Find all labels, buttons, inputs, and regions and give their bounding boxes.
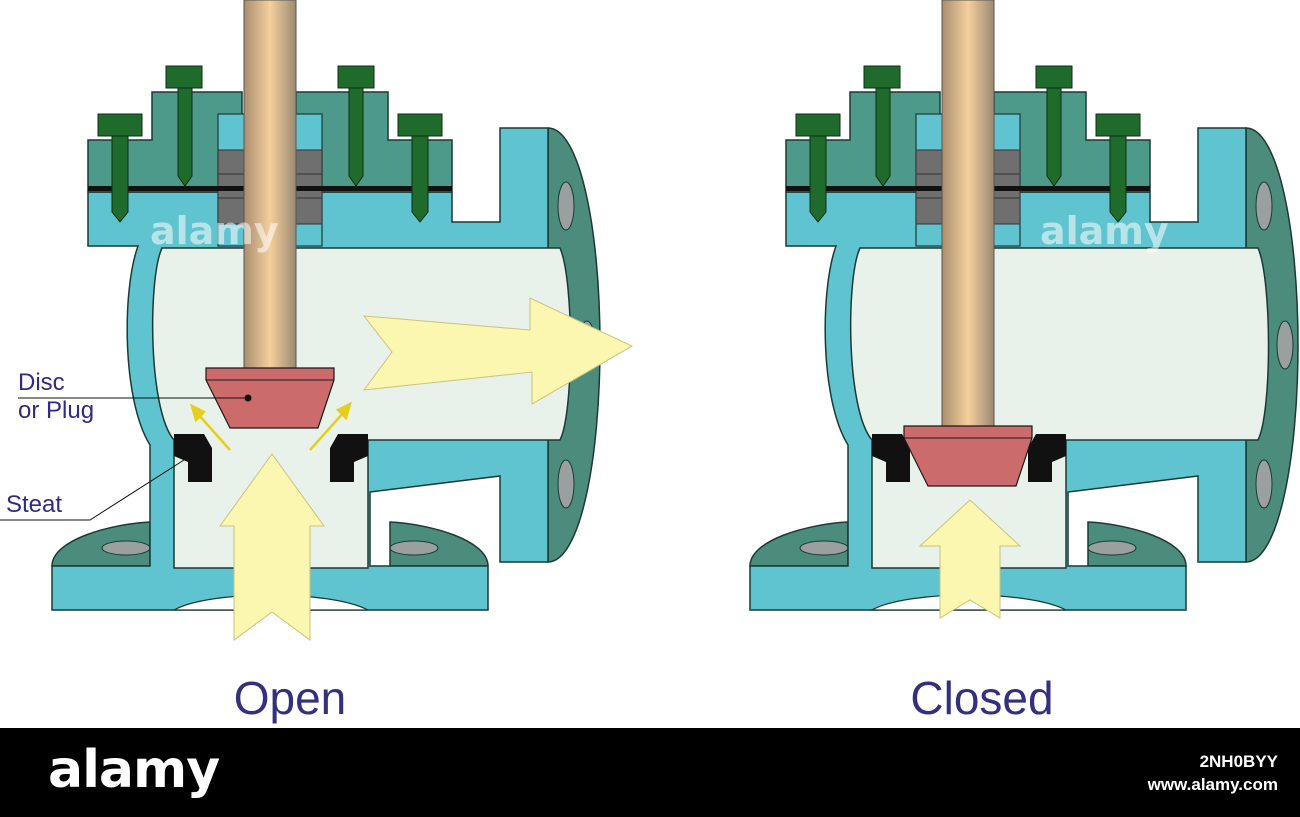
footer-bar: alamy 2NH0BYY www.alamy.com [0,728,1300,817]
closed-caption: Closed [910,672,1053,724]
seat-left [174,434,212,482]
site-url: www.alamy.com [1147,775,1278,794]
disc-label-2: or Plug [18,397,94,424]
image-id: 2NH0BYY www.alamy.com [1148,750,1278,796]
open-valve: Disc or Plug Steat Open [0,0,634,724]
disc-label: Disc [18,369,65,396]
image-id-code: 2NH0BYY [1199,752,1278,771]
stem [941,0,995,433]
svg-text:alamy: alamy [1040,209,1169,253]
outlet-arrow [362,297,634,405]
svg-text:alamy: alamy [150,209,279,253]
seat-left [872,434,910,482]
stem [243,0,297,373]
seat-right [1028,434,1066,482]
closed-valve: Closed [749,0,1299,724]
inlet-arrow [219,453,325,641]
seat-label: Steat [6,491,62,518]
brand-logo: alamy [48,740,220,800]
valve-diagram: Disc or Plug Steat Open Closed alamy ala… [0,0,1299,724]
open-caption: Open [234,672,347,724]
inlet-arrow [918,499,1022,619]
disc [903,425,1033,487]
seat-right [330,434,368,482]
